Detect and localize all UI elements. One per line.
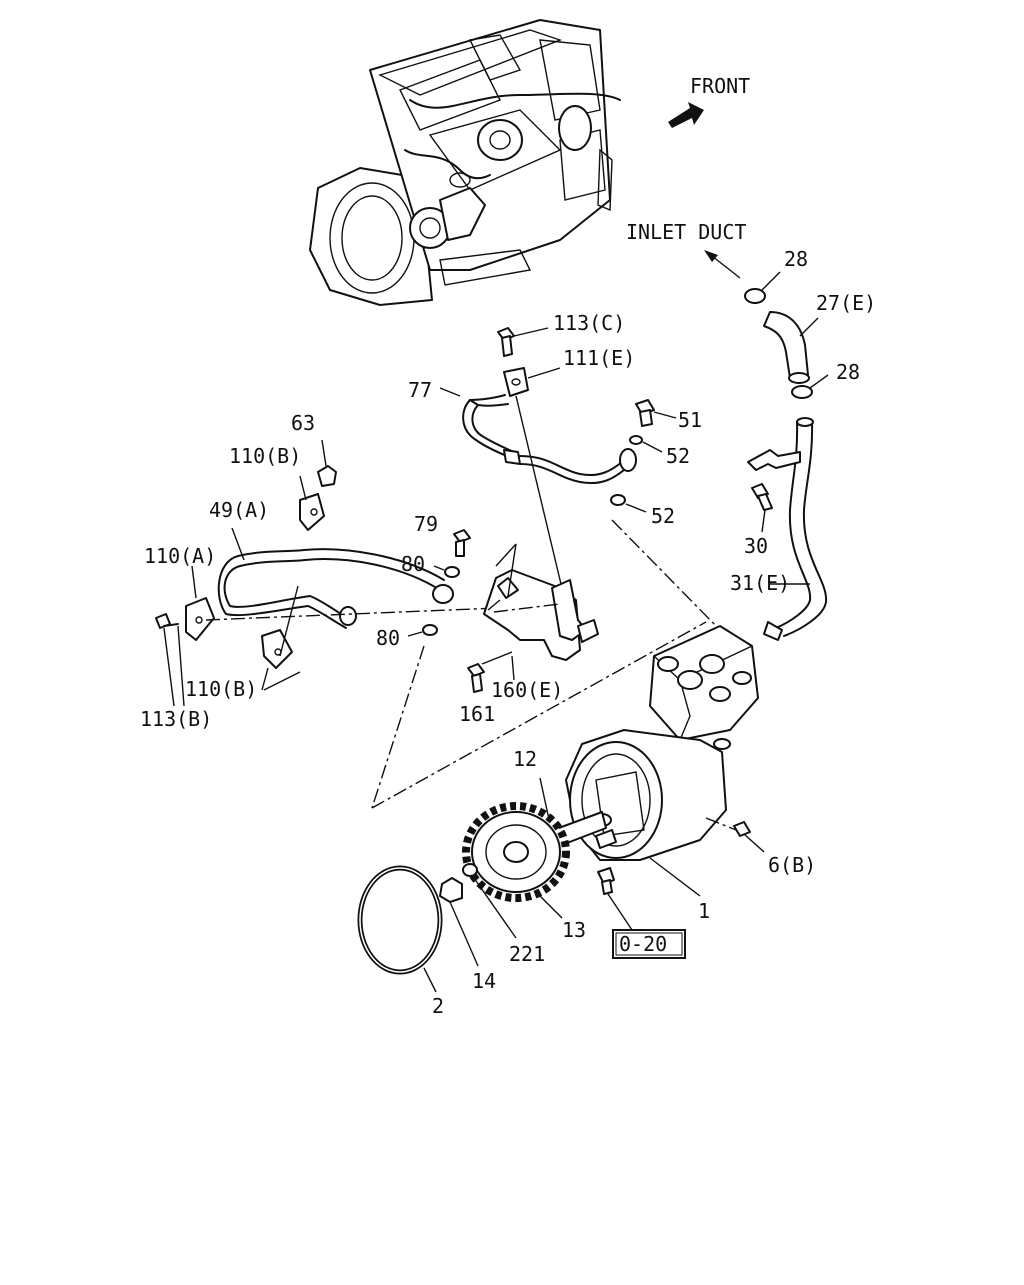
label-49a: 49(A)	[209, 498, 269, 522]
washer-80-b	[422, 624, 438, 636]
pipe-77-assembly	[439, 327, 637, 631]
inlet-duct-indicator: INLET DUCT	[626, 220, 746, 279]
nut-63	[317, 465, 337, 487]
label-113b: 113(B)	[140, 707, 212, 731]
front-label: FRONT	[690, 74, 750, 98]
label-13: 13	[562, 918, 586, 942]
label-111e: 111(E)	[563, 346, 635, 370]
label-6b: 6(B)	[768, 853, 816, 877]
clamp-28-mid	[791, 385, 813, 399]
label-160e: 160(E)	[491, 678, 563, 702]
label-221: 221	[509, 942, 545, 966]
label-110b-top: 110(B)	[229, 444, 301, 468]
washer-52-b	[610, 494, 626, 506]
engine-overview-illustration	[309, 19, 621, 306]
clamp-110b-top	[299, 493, 325, 531]
label-77: 77	[408, 378, 432, 402]
banjo-bolt-51	[635, 399, 677, 427]
label-28-top: 28	[784, 247, 808, 271]
reference-box-label: 0-20	[619, 932, 667, 956]
label-14: 14	[472, 969, 496, 993]
label-30: 30	[744, 534, 768, 558]
hose-assembly	[744, 271, 829, 641]
label-28-mid: 28	[836, 360, 860, 384]
front-arrow-icon	[668, 102, 704, 128]
label-79: 79	[414, 512, 438, 536]
part-labels: 28 27(E) 28 113(C) 111(E) 77 51 52 52 63…	[140, 247, 876, 1018]
front-indicator: FRONT	[668, 74, 750, 128]
label-113c: 113(C)	[553, 311, 625, 335]
nut-14	[439, 877, 463, 903]
pipe-49a-assembly	[155, 439, 499, 707]
inlet-duct-arrow-icon	[704, 250, 718, 262]
inlet-duct-label: INLET DUCT	[626, 220, 746, 244]
clamp-28-top	[744, 288, 766, 304]
label-31e: 31(E)	[730, 571, 790, 595]
bracket-160e	[483, 543, 599, 681]
label-52-a: 52	[666, 444, 690, 468]
label-51: 51	[678, 408, 702, 432]
bolt-30	[751, 483, 773, 511]
gear-13	[462, 802, 570, 919]
label-110b-bottom: 110(B)	[185, 677, 257, 701]
washer-80-a	[444, 566, 460, 578]
label-161: 161	[459, 702, 495, 726]
label-110a: 110(A)	[144, 544, 216, 568]
clamp-110a	[185, 597, 215, 641]
label-52-b: 52	[651, 504, 675, 528]
air-compressor-1	[545, 625, 765, 931]
label-80-a: 80	[401, 552, 425, 576]
label-27e: 27(E)	[816, 291, 876, 315]
label-12: 12	[513, 747, 537, 771]
label-2: 2	[432, 994, 444, 1018]
washer-52-a	[629, 435, 643, 445]
label-80-b: 80	[376, 626, 400, 650]
reference-box[interactable]: 0-20	[612, 929, 686, 959]
label-1: 1	[698, 899, 710, 923]
hose-27e	[763, 311, 809, 379]
washer-221	[462, 863, 478, 877]
label-63: 63	[291, 411, 315, 435]
bolt-161	[467, 663, 485, 693]
clip-111e	[503, 367, 529, 397]
